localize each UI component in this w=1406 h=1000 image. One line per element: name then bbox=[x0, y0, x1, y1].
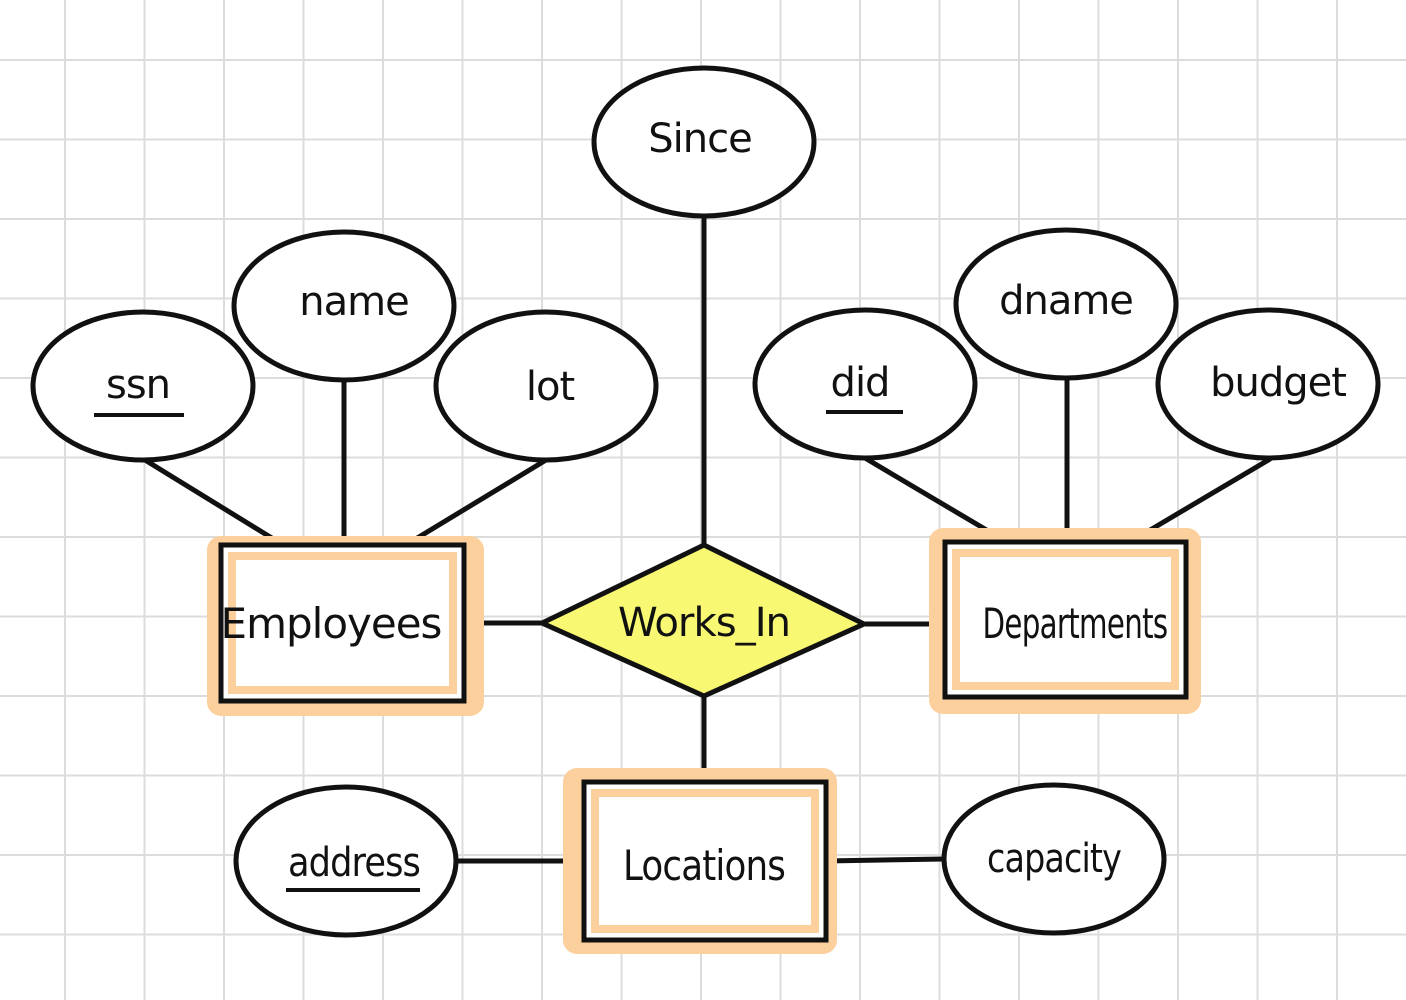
attribute-ellipse bbox=[591, 65, 817, 219]
attribute-since[interactable]: Since bbox=[591, 65, 817, 219]
attribute-ellipse bbox=[1155, 307, 1381, 461]
entity-inner-highlight bbox=[952, 549, 1179, 690]
entity-box bbox=[581, 779, 829, 943]
attribute-label: capacity bbox=[987, 836, 1121, 882]
entity-label: Employees bbox=[221, 599, 442, 648]
attribute-ellipse bbox=[953, 227, 1179, 381]
attribute-ssn[interactable]: ssn bbox=[30, 309, 256, 463]
entity-locations[interactable]: Locations bbox=[563, 768, 837, 954]
entity-departments[interactable]: Departments bbox=[929, 528, 1201, 714]
entity-label: Departments bbox=[983, 599, 1168, 648]
attribute-lot[interactable]: lot bbox=[433, 309, 659, 463]
attribute-ellipse bbox=[433, 309, 659, 463]
attribute-address[interactable]: address bbox=[233, 784, 459, 938]
entity-inner-highlight bbox=[591, 789, 819, 933]
entity-inner-highlight bbox=[228, 552, 457, 694]
attribute-label: lot bbox=[526, 364, 575, 410]
relationship-diamond bbox=[536, 542, 870, 699]
attribute-capacity[interactable]: capacity bbox=[941, 782, 1167, 936]
attribute-label: Since bbox=[648, 116, 751, 162]
attribute-label: address bbox=[288, 840, 420, 886]
relationship-label: Works_In bbox=[618, 600, 790, 646]
attribute-label: ssn bbox=[106, 362, 170, 408]
attribute-label: dname bbox=[999, 278, 1133, 324]
attribute-label: did bbox=[831, 360, 890, 406]
entity-box bbox=[942, 539, 1189, 700]
attribute-dname[interactable]: dname bbox=[953, 227, 1179, 381]
line-lot-employees bbox=[411, 457, 549, 543]
attribute-budget[interactable]: budget bbox=[1155, 307, 1381, 461]
attribute-ellipse bbox=[30, 309, 256, 463]
attribute-name[interactable]: name bbox=[231, 229, 457, 383]
line-budget-departments bbox=[1137, 456, 1273, 539]
attribute-did[interactable]: did bbox=[752, 307, 978, 461]
relationship-works-in[interactable]: Works_In bbox=[536, 542, 870, 699]
attribute-label: budget bbox=[1210, 360, 1346, 406]
entity-label: Locations bbox=[623, 841, 785, 890]
attribute-ellipse bbox=[941, 782, 1167, 936]
line-did-departments bbox=[862, 455, 1003, 541]
line-locations-capacity bbox=[823, 856, 947, 864]
attribute-ellipse bbox=[233, 784, 459, 938]
entity-employees[interactable]: Employees bbox=[207, 536, 484, 716]
entity-box bbox=[218, 542, 467, 704]
attribute-label: name bbox=[299, 279, 408, 325]
attribute-ellipse bbox=[752, 307, 978, 461]
attribute-ellipse bbox=[231, 229, 457, 383]
line-ssn-employees bbox=[142, 457, 278, 543]
